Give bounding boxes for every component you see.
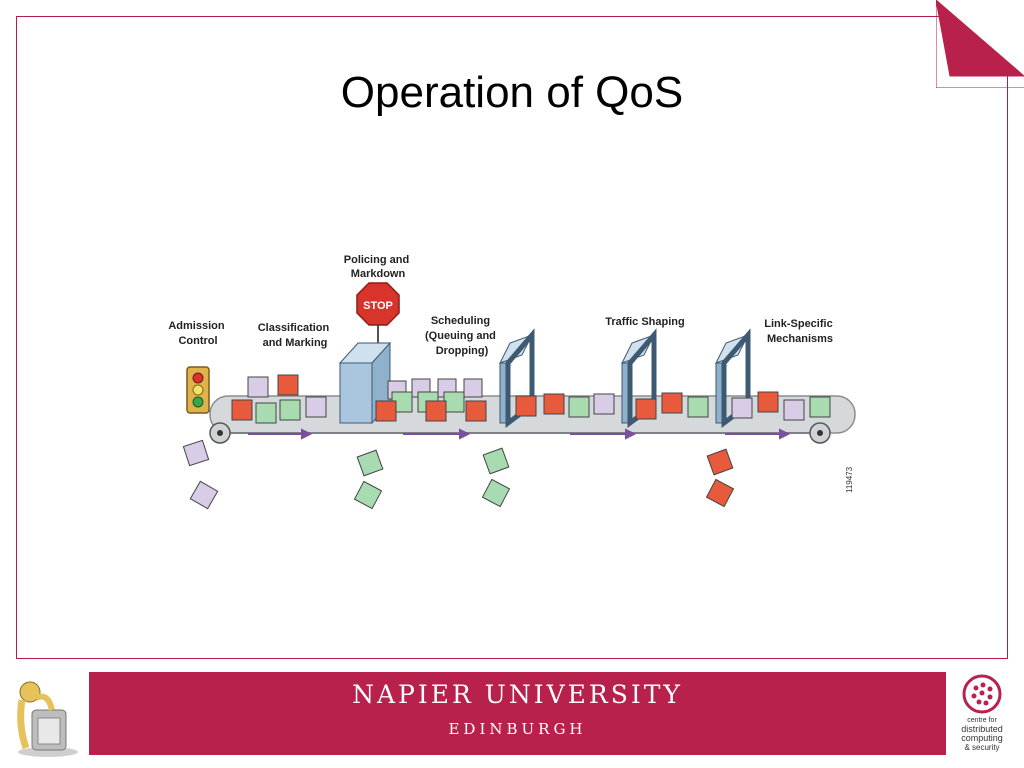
packets-on-belt [231,374,831,424]
qos-pipeline-diagram: Admission Control Classification and Mar… [168,254,856,510]
corner-fold [936,0,1024,88]
logo-line-4: & security [964,743,1000,752]
cdcs-logo-text: centre for distributed computing & secur… [952,716,1012,752]
university-city: EDINBURGH [448,720,587,738]
label-policing-markdown: Policing and Markdown [344,254,412,280]
cdcs-logo-icon [962,674,1002,714]
label-admission-control: Admission Control [168,320,227,347]
logo-line-2: distributed [961,724,1003,734]
footer-bar: NAPIER UNIVERSITY EDINBURGH [89,672,946,755]
slide-title: Operation of QoS [340,68,684,117]
stop-sign-icon: STOP [356,282,400,343]
traffic-light-icon [186,366,210,414]
university-name: NAPIER UNIVERSITY [352,680,683,709]
label-link-specific: Link-Specific Mechanisms [764,318,836,345]
slide-frame [16,16,1008,659]
logo-line-3: computing [961,733,1003,743]
policer-block [338,341,392,425]
dropped-packets [182,439,735,510]
label-traffic-shaping: Traffic Shaping [605,316,684,328]
logo-line-1: centre for [967,717,997,724]
flow-arrows [248,428,791,440]
label-scheduling: Scheduling (Queuing and Dropping) [425,315,499,357]
figure-id: 119473 [845,466,854,493]
stop-sign-text: STOP [363,300,393,312]
label-classification-marking: Classification and Marking [258,322,333,349]
mascot-figure-icon [17,681,78,757]
